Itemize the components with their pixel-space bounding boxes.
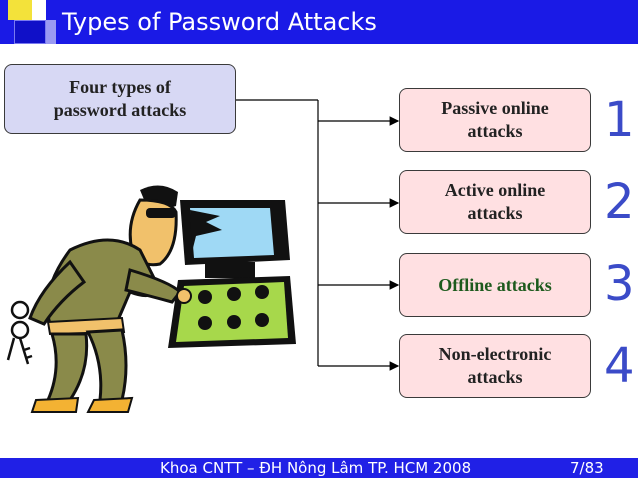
decor-square-blue	[14, 20, 46, 44]
footer-bar: Khoa CNTT – ĐH Nông Lâm TP. HCM 2008 7/8…	[0, 458, 638, 478]
decor-square-light	[46, 20, 56, 44]
attack-number-2: 2	[604, 174, 635, 230]
attack-number-3: 3	[604, 256, 635, 312]
root-node-label: Four types of password attacks	[53, 77, 187, 120]
attack-number-1: 1	[604, 92, 635, 148]
attack-label-2: Active online attacks	[444, 180, 546, 223]
root-node: Four types of password attacks	[4, 64, 236, 134]
attack-node-1: Passive online attacks	[399, 88, 591, 152]
page-number: 7/83	[570, 459, 604, 477]
slide-title: Types of Password Attacks	[62, 8, 377, 36]
attack-node-2: Active online attacks	[399, 170, 591, 234]
keys-icon	[6, 300, 33, 365]
hacker-figure	[28, 185, 192, 413]
attack-label-3: Offline attacks	[438, 274, 552, 295]
computer-icon	[168, 200, 296, 348]
attack-node-4: Non-electronic attacks	[399, 334, 591, 398]
attack-node-3: Offline attacks	[399, 253, 591, 317]
attack-label-1: Passive online attacks	[441, 98, 549, 141]
decor-square-yellow	[8, 0, 32, 20]
header-bar: Types of Password Attacks	[0, 0, 638, 44]
attack-number-4: 4	[604, 338, 635, 394]
attack-label-4: Non-electronic attacks	[438, 344, 552, 387]
footer-text: Khoa CNTT – ĐH Nông Lâm TP. HCM 2008	[160, 459, 472, 477]
decor-square-white	[32, 0, 46, 20]
